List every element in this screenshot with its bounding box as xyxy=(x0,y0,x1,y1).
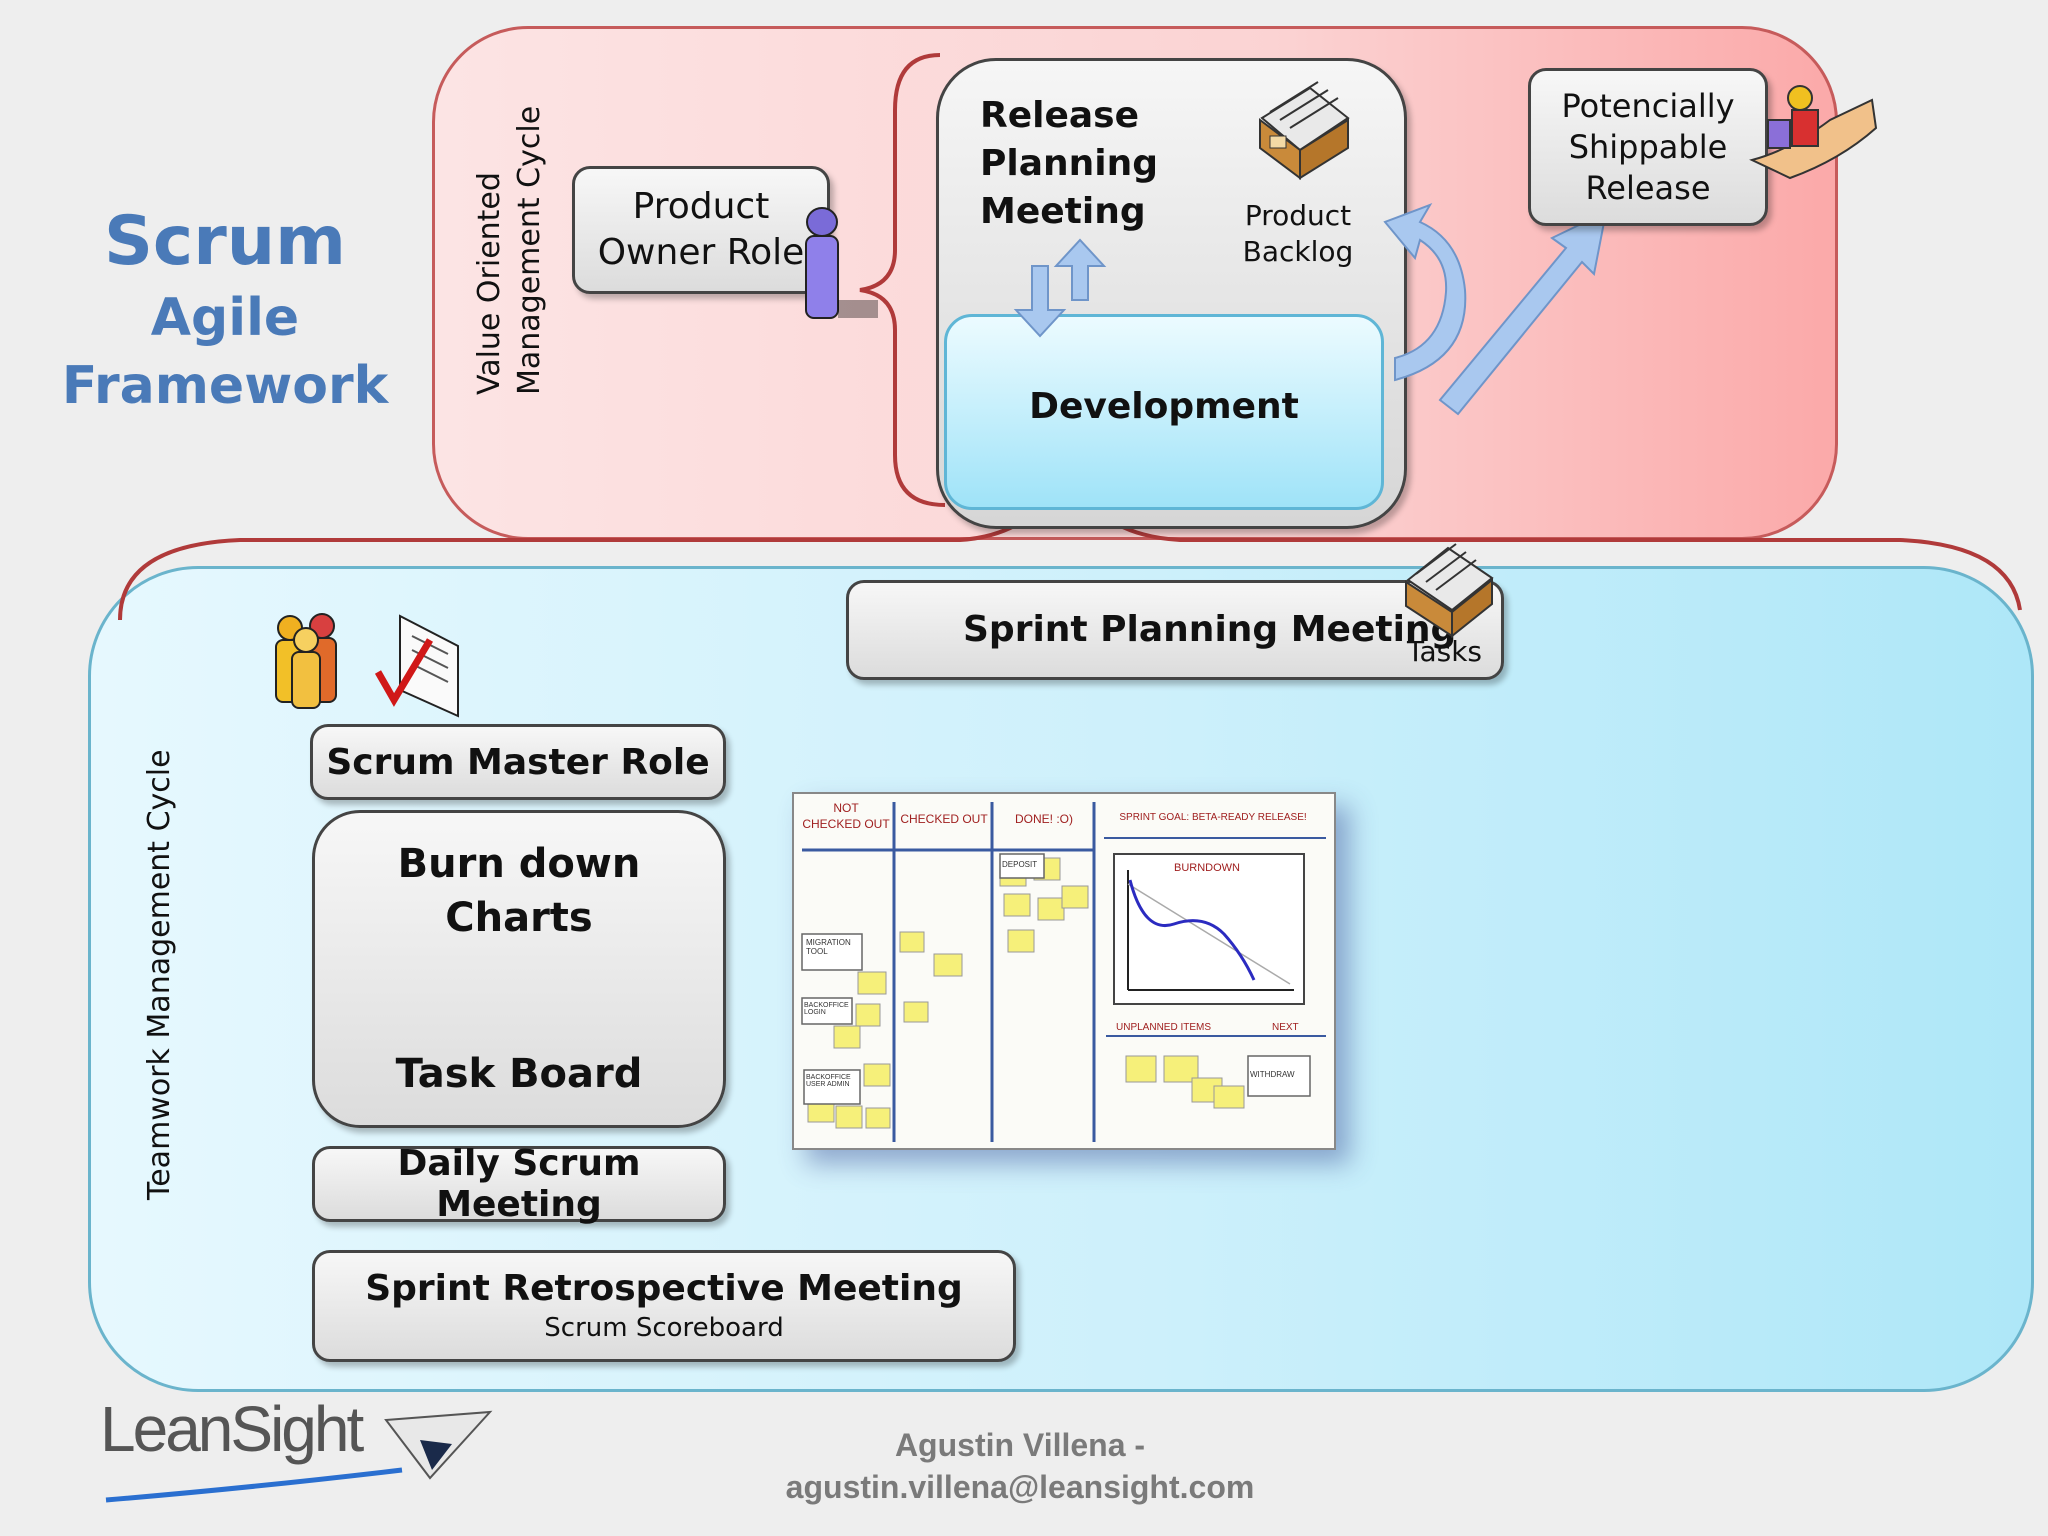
product-backlog-label: Product Backlog xyxy=(1228,198,1368,270)
shippable-line-1: Potencially xyxy=(1561,86,1735,125)
note-withdraw: Withdraw xyxy=(1250,1070,1295,1079)
scoreboard-label: Scrum Scoreboard xyxy=(544,1313,784,1343)
sprint-planning-box: Sprint Planning Meeting Tasks xyxy=(846,580,1504,680)
title-line-1: Scrum xyxy=(103,202,347,281)
burndown-line-2: Charts xyxy=(445,895,593,941)
board-col-not: Not xyxy=(833,801,859,815)
release-arrow xyxy=(1438,210,1608,416)
scrum-master-box: Scrum Master Role xyxy=(310,724,726,800)
footer-email: agustin.villena@leansight.com xyxy=(785,1469,1255,1505)
title-line-2: Agile xyxy=(150,288,300,348)
footer-author: Agustin Villena - xyxy=(894,1427,1146,1463)
leansight-logo: LeanSight xyxy=(100,1393,364,1465)
development-box xyxy=(944,314,1384,510)
release-planning-label: Release Planning Meeting xyxy=(980,92,1158,236)
daily-scrum-box: Daily Scrum Meeting xyxy=(312,1143,726,1225)
sprint-planning-label: Sprint Planning Meeting xyxy=(963,609,1457,650)
board-next-label: Next xyxy=(1272,1022,1299,1033)
burndown-line-1: Burn down xyxy=(397,841,641,887)
product-owner-box: Product Owner Role xyxy=(572,166,830,294)
note-backoffice-admin: Backoffice user admin xyxy=(806,1074,851,1088)
board-col-done: Done! :o) xyxy=(1014,812,1073,826)
shippable-line-3: Release xyxy=(1585,168,1711,207)
note-migration: Migration tool xyxy=(806,938,851,956)
note-deposit: Deposit xyxy=(1002,860,1038,869)
note-backoffice-login: Backoffice login xyxy=(804,1002,849,1016)
release-line-2: Planning xyxy=(980,143,1159,184)
curve-arrow xyxy=(1383,203,1467,382)
board-col-checked-out: Checked out xyxy=(900,812,988,826)
checklist-icon xyxy=(374,614,459,718)
development-label: Development xyxy=(1029,386,1299,427)
board-col-sprint-goal: Sprint goal: Beta-ready release! xyxy=(1119,812,1307,823)
backlog-line-2: Backlog xyxy=(1242,235,1354,268)
task-board-label: Task Board xyxy=(395,1051,643,1097)
team-icon xyxy=(275,613,337,709)
retrospective-label: Sprint Retrospective Meeting xyxy=(365,1268,963,1309)
backlog-line-1: Product xyxy=(1244,199,1352,232)
tasks-label: Tasks xyxy=(1407,635,1483,668)
shippable-line-2: Shippable xyxy=(1568,127,1728,166)
footer-credit: Agustin Villena - agustin.villena@leansi… xyxy=(740,1424,1300,1508)
board-col-checked: checked out xyxy=(802,817,890,831)
release-line-3: Meeting xyxy=(980,191,1146,232)
shippable-release-box: Potencially Shippable Release xyxy=(1528,68,1768,226)
title-line-3: Framework xyxy=(61,356,389,416)
down-arrow xyxy=(1013,265,1067,338)
up-arrow xyxy=(1053,238,1107,301)
product-owner-line-1: Product xyxy=(632,186,770,227)
retrospective-box: Sprint Retrospective Meeting Scrum Score… xyxy=(312,1250,1016,1362)
release-line-1: Release xyxy=(980,95,1140,136)
burndown-label: Burn down Charts xyxy=(398,837,641,945)
board-col-not-checked-out: Not checked out xyxy=(800,800,892,832)
task-board-image: Not checked out Checked out Done! :o) Sp… xyxy=(792,792,1336,1150)
task-board-drawing xyxy=(801,802,1326,1142)
framework-title: Scrum Agile Framework xyxy=(40,200,410,420)
board-unplanned-label: Unplanned items xyxy=(1116,1022,1212,1033)
product-owner-line-2: Owner Role xyxy=(597,232,805,273)
value-brace xyxy=(859,53,946,507)
burndown-taskboard-box: Burn down Charts Task Board xyxy=(312,810,726,1128)
